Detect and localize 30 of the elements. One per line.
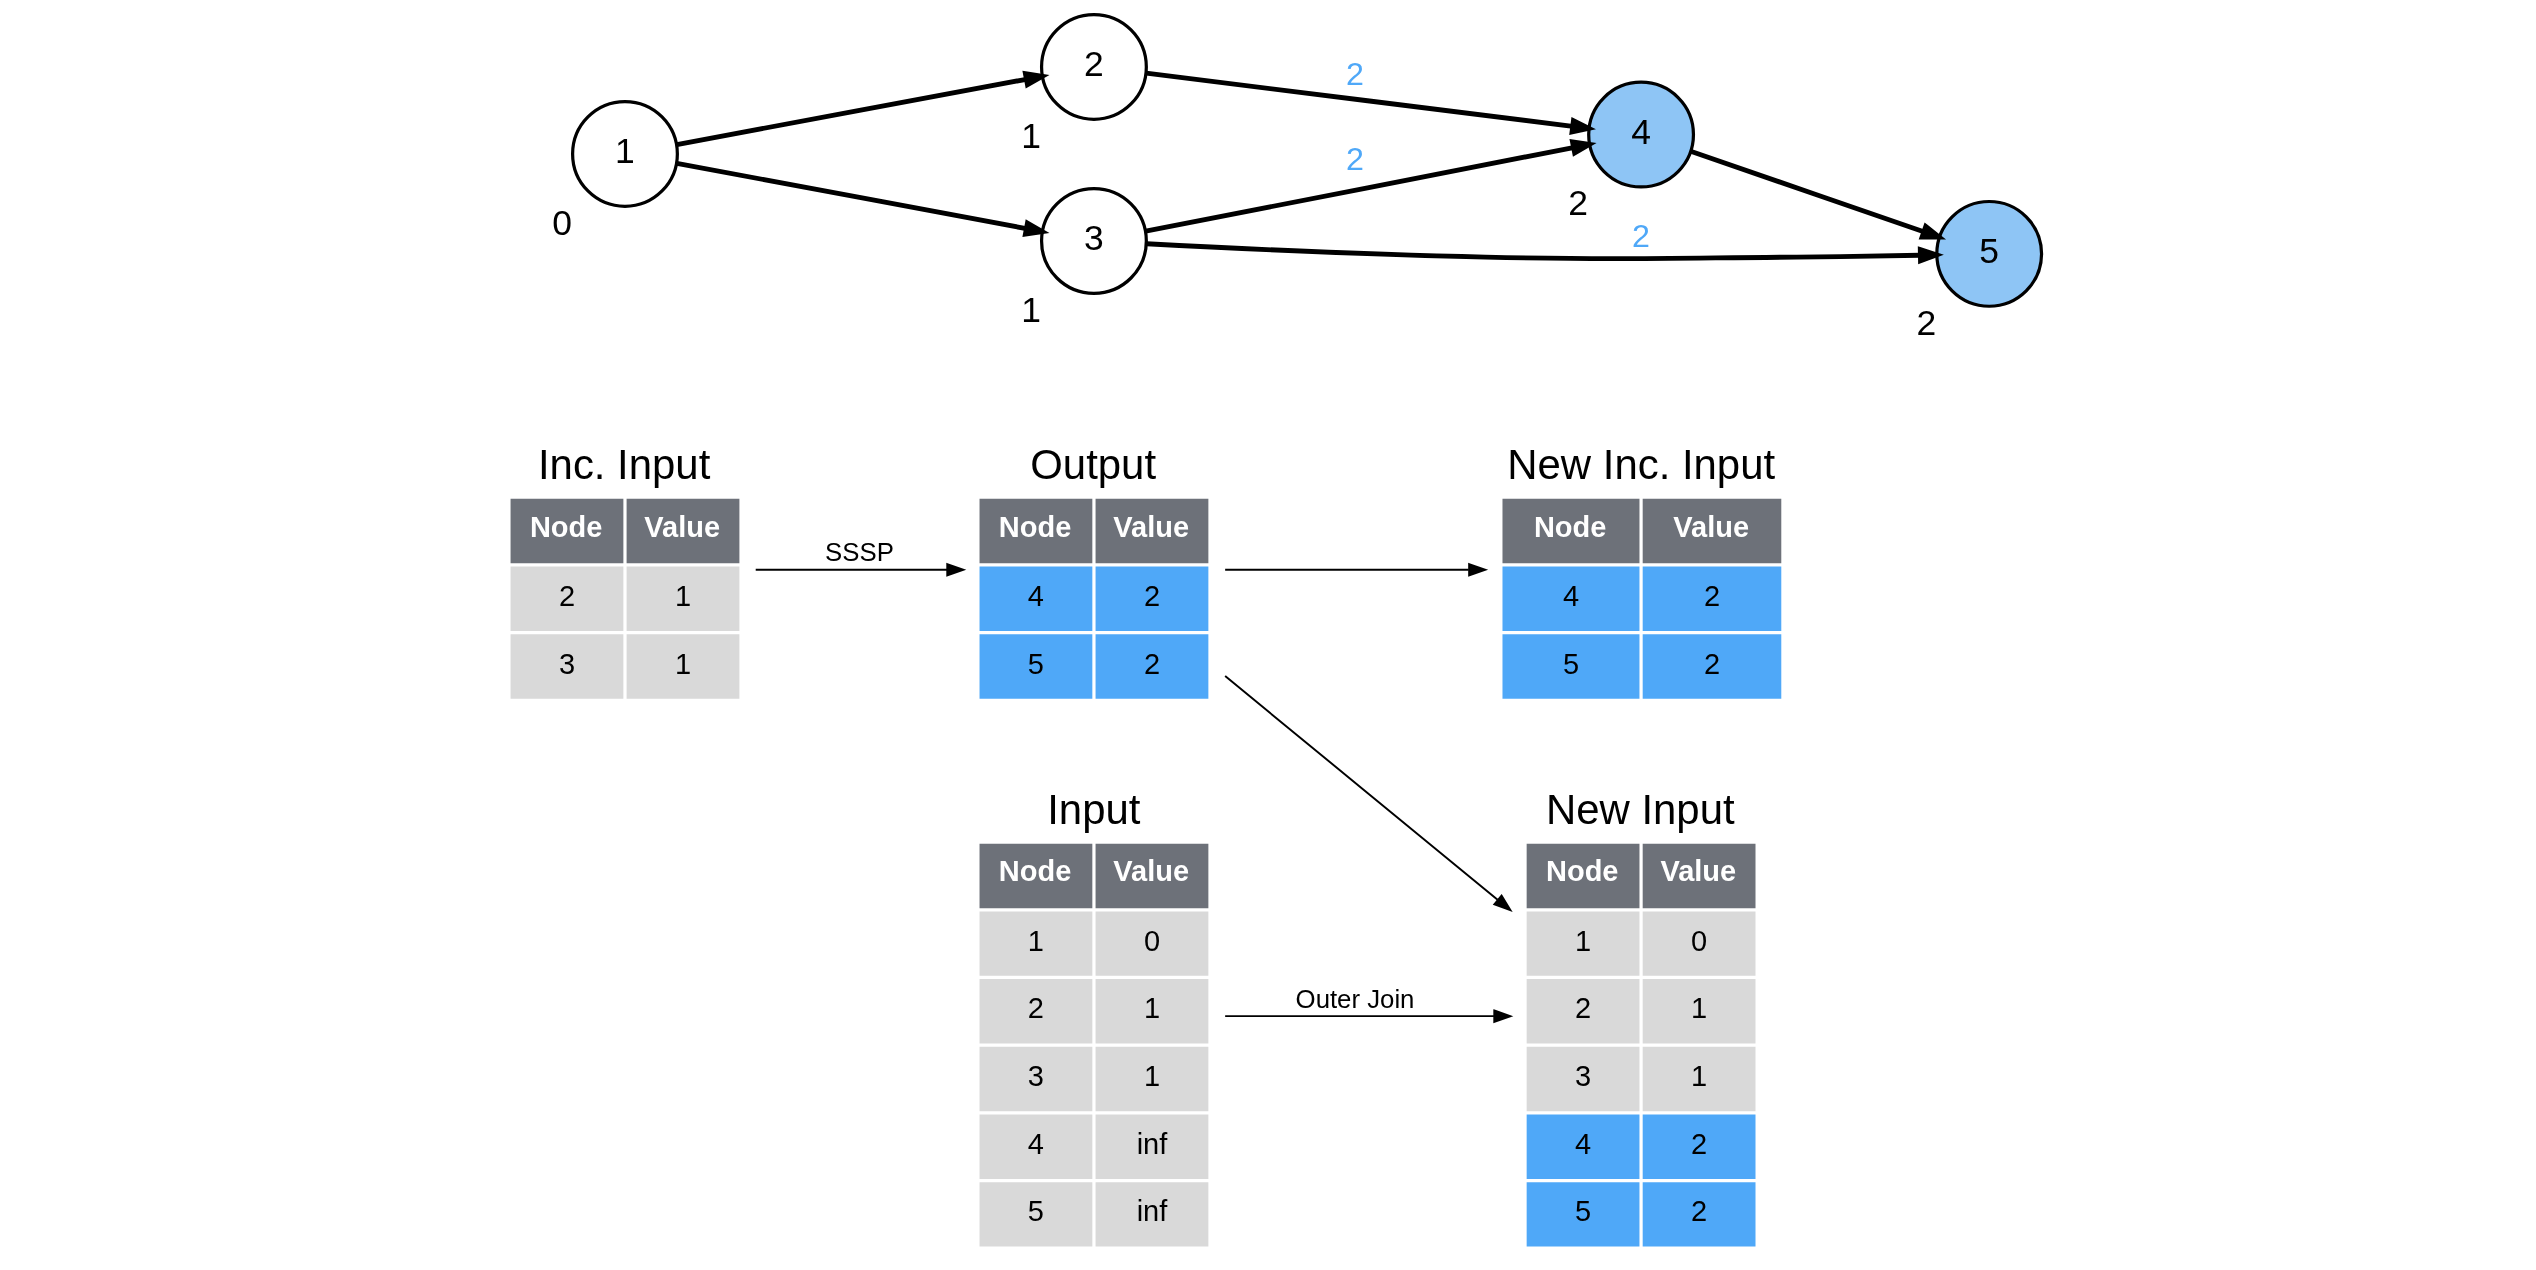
node-label: New Inc. Input (1507, 441, 1776, 489)
node-circle: 5 (1935, 199, 2044, 308)
arrow (1224, 1009, 1514, 1024)
arrow (1145, 70, 1596, 135)
node-circle: 4 (1587, 80, 1696, 189)
node-label: 2 (1568, 183, 1589, 224)
node-label: Input (1047, 786, 1141, 834)
node-circle: 3 (1039, 187, 1148, 295)
arrow (676, 70, 1050, 147)
arrow (676, 160, 1050, 238)
edge-label: Outer Join (1295, 984, 1415, 1013)
node-label: 1 (1021, 289, 1041, 330)
node-circle: 1 (571, 99, 679, 208)
edge-label: 2 (1346, 55, 1364, 92)
node-label: Inc. Input (537, 441, 711, 489)
node-label: New Input (1546, 786, 1735, 834)
node-label: 2 (1916, 302, 1937, 343)
arrow (754, 562, 967, 577)
edge-label: 2 (1346, 141, 1364, 178)
node-circle: 2 (1039, 12, 1148, 121)
arrow (1145, 139, 1597, 234)
arrow (1146, 241, 1944, 265)
edge-label: SSSP (825, 538, 894, 567)
node-label: 0 (552, 202, 572, 243)
edge-label: 2 (1632, 218, 1651, 255)
arrow (1224, 562, 1489, 577)
node-label: 1 (1021, 115, 1041, 156)
arrow (1224, 675, 1513, 913)
node-label: Output (1030, 441, 1157, 489)
arrow (1690, 149, 1947, 240)
